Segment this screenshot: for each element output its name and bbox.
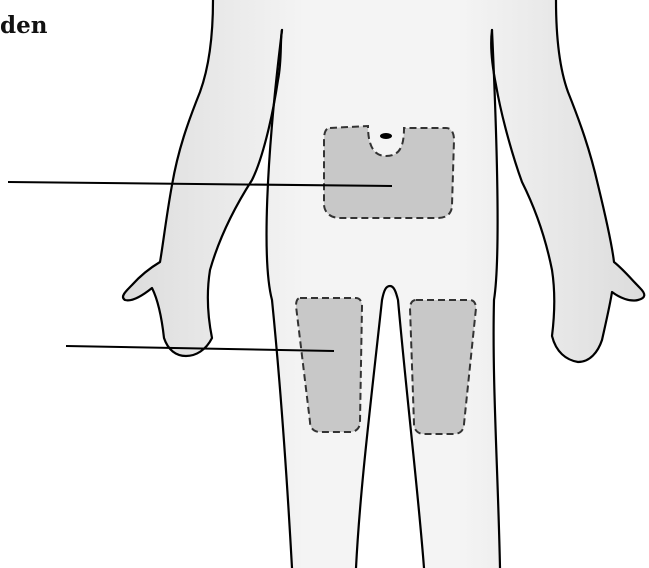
navel: [380, 133, 392, 139]
